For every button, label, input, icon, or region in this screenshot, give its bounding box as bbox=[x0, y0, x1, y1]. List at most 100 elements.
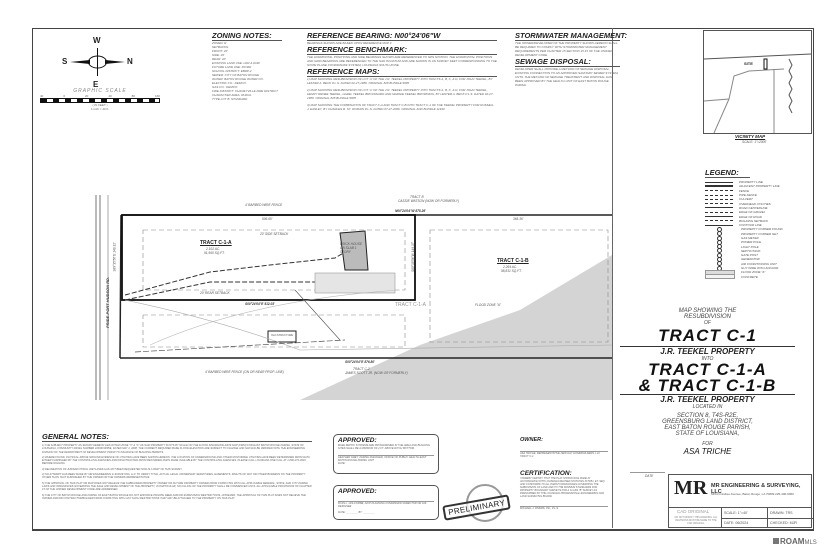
date-value: DATE: 06/2024 bbox=[724, 521, 749, 525]
general-notes: GENERAL NOTES: 1) THE SUBJECT PROPERTY A… bbox=[42, 432, 312, 500]
scale-units: ( IN FEET ) bbox=[92, 103, 108, 107]
top-bearing: N00°24'04"W 875.26' bbox=[395, 209, 426, 213]
approved-planning-box: APPROVED: RYAN L. HOLCOMBE, AICP PLANNIN… bbox=[333, 485, 439, 520]
legend-label: GAS METER bbox=[741, 236, 759, 240]
vicinity-map-scale: SCALE: 1"=2000' bbox=[742, 140, 767, 144]
house bbox=[339, 230, 369, 271]
reference-map-item: 3) MAP SHOWING THE COMBINATION OF TRACT … bbox=[307, 103, 494, 111]
certification-signer: MICHAEL J. RIVERS, P.E., P.L.S. bbox=[520, 506, 608, 511]
dim-top-a: 506.60' bbox=[262, 217, 273, 221]
legend-symbol-icon bbox=[705, 216, 733, 218]
legend-item: PIPE FENCE bbox=[705, 193, 810, 197]
tract-c-1-b-label: TRACT C-1-B bbox=[497, 258, 529, 264]
approved-text: BASE SEPTIC SYSTEMS ARE PROGRAMMED IN TH… bbox=[338, 444, 430, 450]
legend-symbol-icon bbox=[705, 211, 733, 213]
legend-label: ADJACENT PROPERTY LINE bbox=[739, 184, 780, 189]
legend-item: PROPERTY LINE bbox=[705, 180, 810, 184]
guy-wire bbox=[294, 289, 341, 341]
concrete bbox=[314, 272, 396, 294]
approved-date: DATE: bbox=[338, 511, 346, 514]
setback-label: 20' REAR SETBACK bbox=[200, 291, 230, 295]
legend-symbol-icon bbox=[705, 274, 735, 280]
setback-a bbox=[142, 229, 406, 291]
adjacent-tract-top: TRACT B bbox=[410, 195, 424, 199]
title-tract: TRACT C-1 bbox=[658, 326, 757, 345]
zoning-note-line: SIDE: 20' bbox=[212, 53, 225, 57]
zoning-note-line: EXISTING LAND USE: LDR & DNR bbox=[212, 61, 260, 65]
flood-zone-label: FLOOD ZONE "A" bbox=[475, 303, 501, 307]
legend-label: FENCE bbox=[739, 188, 750, 193]
firm-address: 5454 Innisfree Avenue, Baton Rouge, LA 7… bbox=[711, 492, 794, 496]
legend-item: ROAD CENTERLINE bbox=[705, 206, 810, 210]
general-note: 2) WHERE FOUND, PHYSICAL ABOVE GROUND EV… bbox=[42, 455, 310, 466]
adjacent-owner-top: CASSIE WATSON (NOW OR FORMERLY) bbox=[398, 199, 460, 203]
location-line: STATE OF LOUISIANA, bbox=[675, 431, 740, 437]
scale-tick: 0 bbox=[63, 94, 65, 98]
fence-note-bottom: 4' BARBED WIRE FENCE (ON OR NEAR PROP. L… bbox=[205, 370, 284, 374]
owner-text: ASA TRICHE, REPRESENTATIVE NEW DAY HOMEB… bbox=[520, 451, 608, 458]
general-notes-title: GENERAL NOTES: bbox=[42, 432, 312, 442]
north-arrow-w: W bbox=[93, 36, 101, 45]
location-line: EAST BATON ROUGE PARISH, bbox=[664, 425, 751, 431]
gravel-drive bbox=[124, 281, 330, 301]
legend-symbol-icon bbox=[705, 203, 733, 205]
zoning-note-line: WATER: BATON ROUGE WATER CO. bbox=[212, 77, 264, 81]
adjacent-tract-bottom: TRACT C-2 bbox=[353, 367, 370, 371]
approved-signer: RYAN L. HOLCOMBE, AICP PLANNING COMMISSI… bbox=[338, 501, 434, 508]
firm-name: MR ENGINEERING & SURVEYING, LLC bbox=[711, 483, 801, 495]
zoning-note-line: GAS CO.: DEMCO bbox=[212, 85, 238, 89]
zoning-notes-title: ZONING NOTES: bbox=[212, 31, 282, 41]
contour-line bbox=[124, 299, 613, 351]
reference-benchmark-text: THE HORIZONTAL POSITIONS AND SIDE BEARIN… bbox=[307, 55, 497, 67]
legend-symbol-icon bbox=[705, 224, 733, 226]
general-note: 4) NO ATTEMPT HAS BEEN MADE BY MR ENGINE… bbox=[42, 473, 306, 480]
legend-label: PROPERTY LINE bbox=[739, 180, 763, 185]
zoning-note-line: ZONED: R bbox=[212, 41, 227, 45]
legend-label: PIPE FENCE bbox=[739, 193, 757, 198]
legend-symbol-icon bbox=[705, 198, 733, 200]
setback-b bbox=[429, 229, 609, 343]
roam-logo-icon bbox=[773, 538, 779, 544]
general-note: 3) DELINEATION OF JURISDICTIONAL WETLAND… bbox=[42, 467, 183, 471]
legend-item: CONCRETE bbox=[705, 274, 810, 280]
firm-logo: MR bbox=[674, 477, 708, 499]
scale-tick: 20 bbox=[84, 94, 89, 98]
contour-line bbox=[149, 289, 401, 346]
zoning-note-line: TYPE LOT B: STANDARD bbox=[212, 97, 248, 101]
legend-label: PROPERTY CORNER FOUND bbox=[741, 227, 783, 232]
drawn-value: DRAWN: TRS bbox=[770, 511, 793, 515]
reference-notes: REFERENCE BEARING: N00°24'06"W BEARINGS … bbox=[307, 31, 497, 111]
gravel-drive bbox=[124, 251, 346, 296]
tract-c-1-a-area: 2.102 AC. bbox=[206, 247, 221, 251]
scale-tick: 40 bbox=[108, 94, 112, 98]
flood-zone-a bbox=[300, 255, 612, 400]
legend-label: PROPERTY CORNER SET bbox=[741, 231, 778, 236]
legend-label: EDGE OF GRAVEL bbox=[739, 210, 766, 215]
roam-suffix: MLS bbox=[804, 540, 817, 546]
approved-by: BY: bbox=[358, 511, 363, 514]
scale-value: SCALE: 1"=40' bbox=[724, 511, 748, 515]
tract-c-1-b-area: 2.269 AC. bbox=[503, 265, 518, 269]
left-bearing: S89°35'56"E 149.31' bbox=[112, 242, 117, 272]
mid-bearing: S00°24'04"E 512.03' bbox=[245, 302, 275, 306]
legend-item: CULVERT bbox=[705, 197, 810, 201]
north-arrow-e: E bbox=[93, 80, 99, 89]
info-grid: CAD ORIGINAL DO NOT MODIFY THIS DRAWING.… bbox=[668, 507, 813, 528]
stormwater-text: THE OWNER/DEVELOPER OF THE PROPERTY SHOW… bbox=[515, 41, 618, 57]
reference-bearing-text: BEARINGS SHOWN ARE BASED UPON REFERENCE … bbox=[307, 41, 393, 45]
legend-item: CONTOUR LINE bbox=[705, 223, 810, 227]
firm-block: MR MR ENGINEERING & SURVEYING, LLC 5454 … bbox=[668, 474, 812, 507]
certification-title: CERTIFICATION: bbox=[520, 470, 572, 477]
legend-label: LIGHT POLE bbox=[741, 244, 759, 249]
bottom-bearing: S00°24'04"E 876.80' bbox=[345, 360, 375, 364]
title-tract-b: & TRACT C-1-B bbox=[638, 376, 777, 395]
location-line: SECTION 8, T4S-R2E, bbox=[676, 413, 739, 419]
tract-c-1-a-boundary bbox=[121, 214, 416, 301]
old-structure bbox=[267, 330, 297, 343]
legend-symbol-icon bbox=[705, 185, 733, 188]
right-bearing: S89°35'56"W 149.37' bbox=[411, 241, 416, 273]
legend-label: CULVERT bbox=[739, 197, 753, 202]
legend-title: LEGEND: bbox=[705, 168, 750, 178]
site-marker: SITE bbox=[744, 61, 753, 66]
